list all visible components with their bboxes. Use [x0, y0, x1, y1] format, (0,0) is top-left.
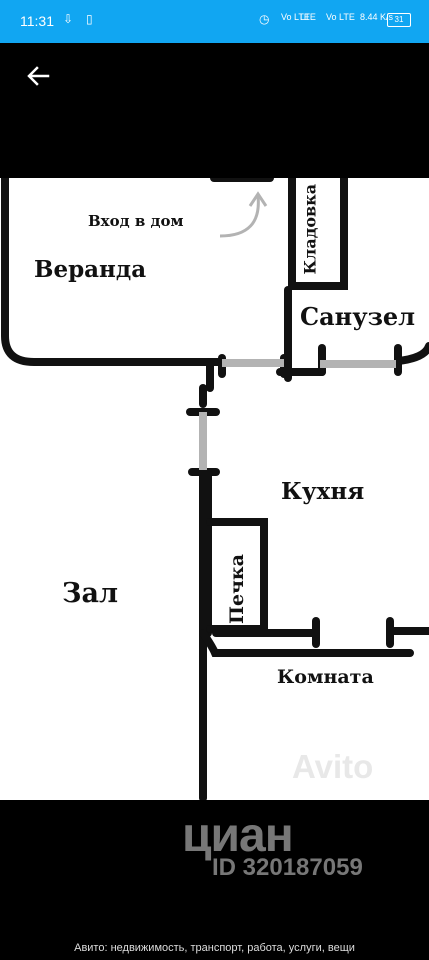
status-bar: 11:31 ⇩ ▯ ◷ Vo LTE LTE Vo LTE 8.44 K/s 3… [0, 0, 429, 43]
cian-logo: циан [182, 809, 294, 862]
room-label: Комната [277, 666, 374, 688]
floor-plan-drawing [1, 178, 429, 800]
pantry-label: Кладовка [300, 183, 320, 275]
avito-watermark: Avito [292, 748, 374, 785]
back-button[interactable] [24, 62, 52, 90]
arrow-left-icon [27, 66, 50, 86]
hall-label: Зал [62, 578, 119, 609]
battery-icon: 31 [387, 13, 411, 27]
listing-id-watermark: ID 320187059 [212, 854, 363, 881]
phone-icon: ▯ [86, 12, 93, 26]
network-indicator-2: LTE [300, 12, 316, 22]
download-icon: ⇩ [63, 12, 74, 26]
entrance-label: Вход в дом [88, 212, 184, 230]
kitchen-label: Кухня [281, 478, 365, 505]
veranda-label: Веранда [34, 256, 147, 283]
speed-indicator: 8.44 K/s [360, 12, 394, 22]
stove-label: Печка [226, 554, 248, 624]
entrance-arrow [219, 195, 260, 238]
floor-plan-image[interactable]: Вход в дом Веранда Кладовка Санузел Кухн… [0, 178, 429, 800]
network-indicator-1: Vo LTE [281, 12, 310, 22]
status-time: 11:31 [20, 13, 54, 29]
bathroom-label: Санузел [300, 302, 416, 331]
network-indicator-3: Vo LTE [326, 12, 355, 22]
alarm-icon: ◷ [259, 12, 270, 26]
footer-caption: Авито: недвижимость, транспорт, работа, … [0, 937, 429, 960]
